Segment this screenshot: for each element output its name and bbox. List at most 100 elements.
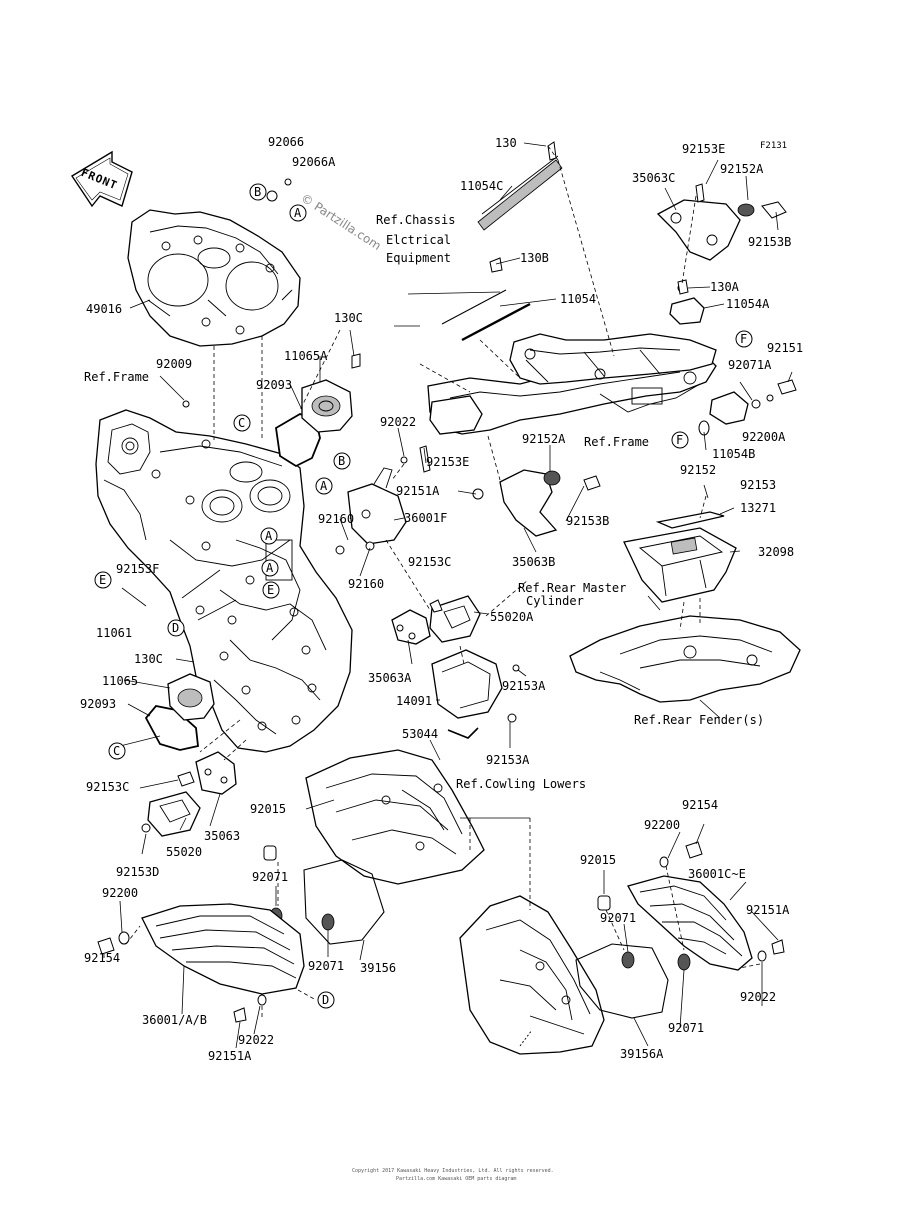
label-92153d: 92153D xyxy=(116,865,159,879)
label-92015-left: 92015 xyxy=(250,802,286,816)
label-92153b-mid: 92153B xyxy=(566,514,609,528)
callout-a-3: A xyxy=(260,527,278,545)
label-92200a: 92200A xyxy=(742,430,786,444)
svg-text:A: A xyxy=(265,529,273,543)
svg-text:A: A xyxy=(266,561,274,575)
leader-lines xyxy=(103,142,793,1049)
ref-frame-left: Ref.Frame xyxy=(84,370,149,384)
label-53044: 53044 xyxy=(402,727,438,741)
label-92066: 92066 xyxy=(268,135,304,149)
panel-39156 xyxy=(303,859,385,945)
label-92154-left: 92154 xyxy=(84,951,120,965)
bracket-55020a xyxy=(429,595,481,643)
callout-d-1: D xyxy=(167,619,185,637)
label-92153a-2: 92153A xyxy=(486,753,530,767)
label-14091: 14091 xyxy=(396,694,432,708)
callout-c-1: C xyxy=(233,414,251,432)
label-92093-lower: 92093 xyxy=(80,697,116,711)
hook-53044 xyxy=(447,727,479,739)
callout-circles: A A A A B B C C D D E E F F xyxy=(94,183,753,1009)
ref-equipment: Equipment xyxy=(386,251,451,265)
label-11054c: 11054C xyxy=(460,179,503,193)
label-92152a-mid: 92152A xyxy=(522,432,566,446)
label-11054: 11054 xyxy=(560,292,596,306)
label-92151-top: 92151 xyxy=(767,341,803,355)
svg-text:B: B xyxy=(254,185,261,199)
svg-text:D: D xyxy=(172,621,179,635)
hardware-top-center xyxy=(182,141,689,473)
label-92009: 92009 xyxy=(156,357,192,371)
label-92153c-lower: 92153C xyxy=(86,780,129,794)
footer-line-2: Partzilla.com Kawasaki OEM parts diagram xyxy=(396,1176,516,1182)
svg-text:F: F xyxy=(740,332,747,346)
bracket-35063a xyxy=(391,599,443,645)
cap-11065 xyxy=(167,673,215,721)
label-92022-right: 92022 xyxy=(740,990,776,1004)
callout-e-2: E xyxy=(262,581,280,599)
callout-c-2: C xyxy=(108,742,126,760)
label-92071-right-top: 92071 xyxy=(600,911,636,925)
label-39156a: 39156A xyxy=(620,1047,664,1061)
bracket-35063c xyxy=(656,183,787,261)
label-11061: 11061 xyxy=(96,626,132,640)
dashed-guides xyxy=(125,145,761,1020)
label-92160-a: 92160 xyxy=(318,512,354,526)
label-130c-upper: 130C xyxy=(334,311,363,325)
front-arrow-icon: FRONT xyxy=(71,150,133,208)
label-39156: 39156 xyxy=(360,961,396,975)
callout-d-2: D xyxy=(317,991,335,1009)
cover-14091 xyxy=(431,649,520,723)
svg-text:E: E xyxy=(99,573,106,587)
label-92151a-mid: 92151A xyxy=(396,484,440,498)
label-13271: 13271 xyxy=(740,501,776,515)
svg-text:C: C xyxy=(238,416,245,430)
label-11054b: 11054B xyxy=(712,447,755,461)
svg-text:D: D xyxy=(322,993,329,1007)
label-92153b-top: 92153B xyxy=(748,235,791,249)
footer-line-1: Copyright 2017 Kawasaki Heavy Industries… xyxy=(352,1168,554,1174)
label-92152a-top: 92152A xyxy=(720,162,764,176)
callout-a-1: A xyxy=(289,204,307,222)
label-92153: 92153 xyxy=(740,478,776,492)
bracket-11054b xyxy=(698,379,797,436)
label-55020a: 55020A xyxy=(490,610,534,624)
label-92022-left: 92022 xyxy=(238,1033,274,1047)
label-92015-right: 92015 xyxy=(580,853,616,867)
figure-code: F2131 xyxy=(760,141,787,151)
svg-text:E: E xyxy=(267,583,274,597)
label-11065: 11065 xyxy=(102,674,138,688)
label-92151a-left: 92151A xyxy=(208,1049,252,1063)
label-35063b: 35063B xyxy=(512,555,555,569)
label-92153f: 92153F xyxy=(116,562,159,576)
svg-text:A: A xyxy=(294,206,302,220)
ref-rear-master: Ref.Rear Master xyxy=(518,581,626,595)
ref-cylinder: Cylinder xyxy=(526,594,584,608)
label-92200-left: 92200 xyxy=(102,886,138,900)
label-130b: 130B xyxy=(520,251,549,265)
label-49016: 49016 xyxy=(86,302,122,316)
rod-11054c xyxy=(477,155,563,231)
rod-11054 xyxy=(441,289,531,342)
tray-13271 xyxy=(655,511,725,529)
bracket-35063 xyxy=(177,751,237,795)
label-92153e-mid: 92153E xyxy=(426,455,469,469)
label-35063a: 35063A xyxy=(368,671,412,685)
label-35063: 35063 xyxy=(204,829,240,843)
label-92093-upper: 92093 xyxy=(256,378,292,392)
label-92200-right: 92200 xyxy=(644,818,680,832)
svg-text:B: B xyxy=(338,454,345,468)
svg-text:C: C xyxy=(113,744,120,758)
label-92022-mid: 92022 xyxy=(380,415,416,429)
label-130c-lower: 130C xyxy=(134,652,163,666)
ref-chassis: Ref.Chassis xyxy=(376,213,455,227)
label-36001f: 36001F xyxy=(404,511,447,525)
callout-b-1: B xyxy=(249,183,267,201)
callout-a-2: A xyxy=(315,477,333,495)
label-92066a: 92066A xyxy=(292,155,336,169)
plate-36001f xyxy=(335,467,407,555)
label-36001c-e: 36001C~E xyxy=(688,867,746,881)
label-130a: 130A xyxy=(710,280,740,294)
callout-e-1: E xyxy=(94,571,112,589)
watermark: © Partzilla.com xyxy=(298,191,383,253)
